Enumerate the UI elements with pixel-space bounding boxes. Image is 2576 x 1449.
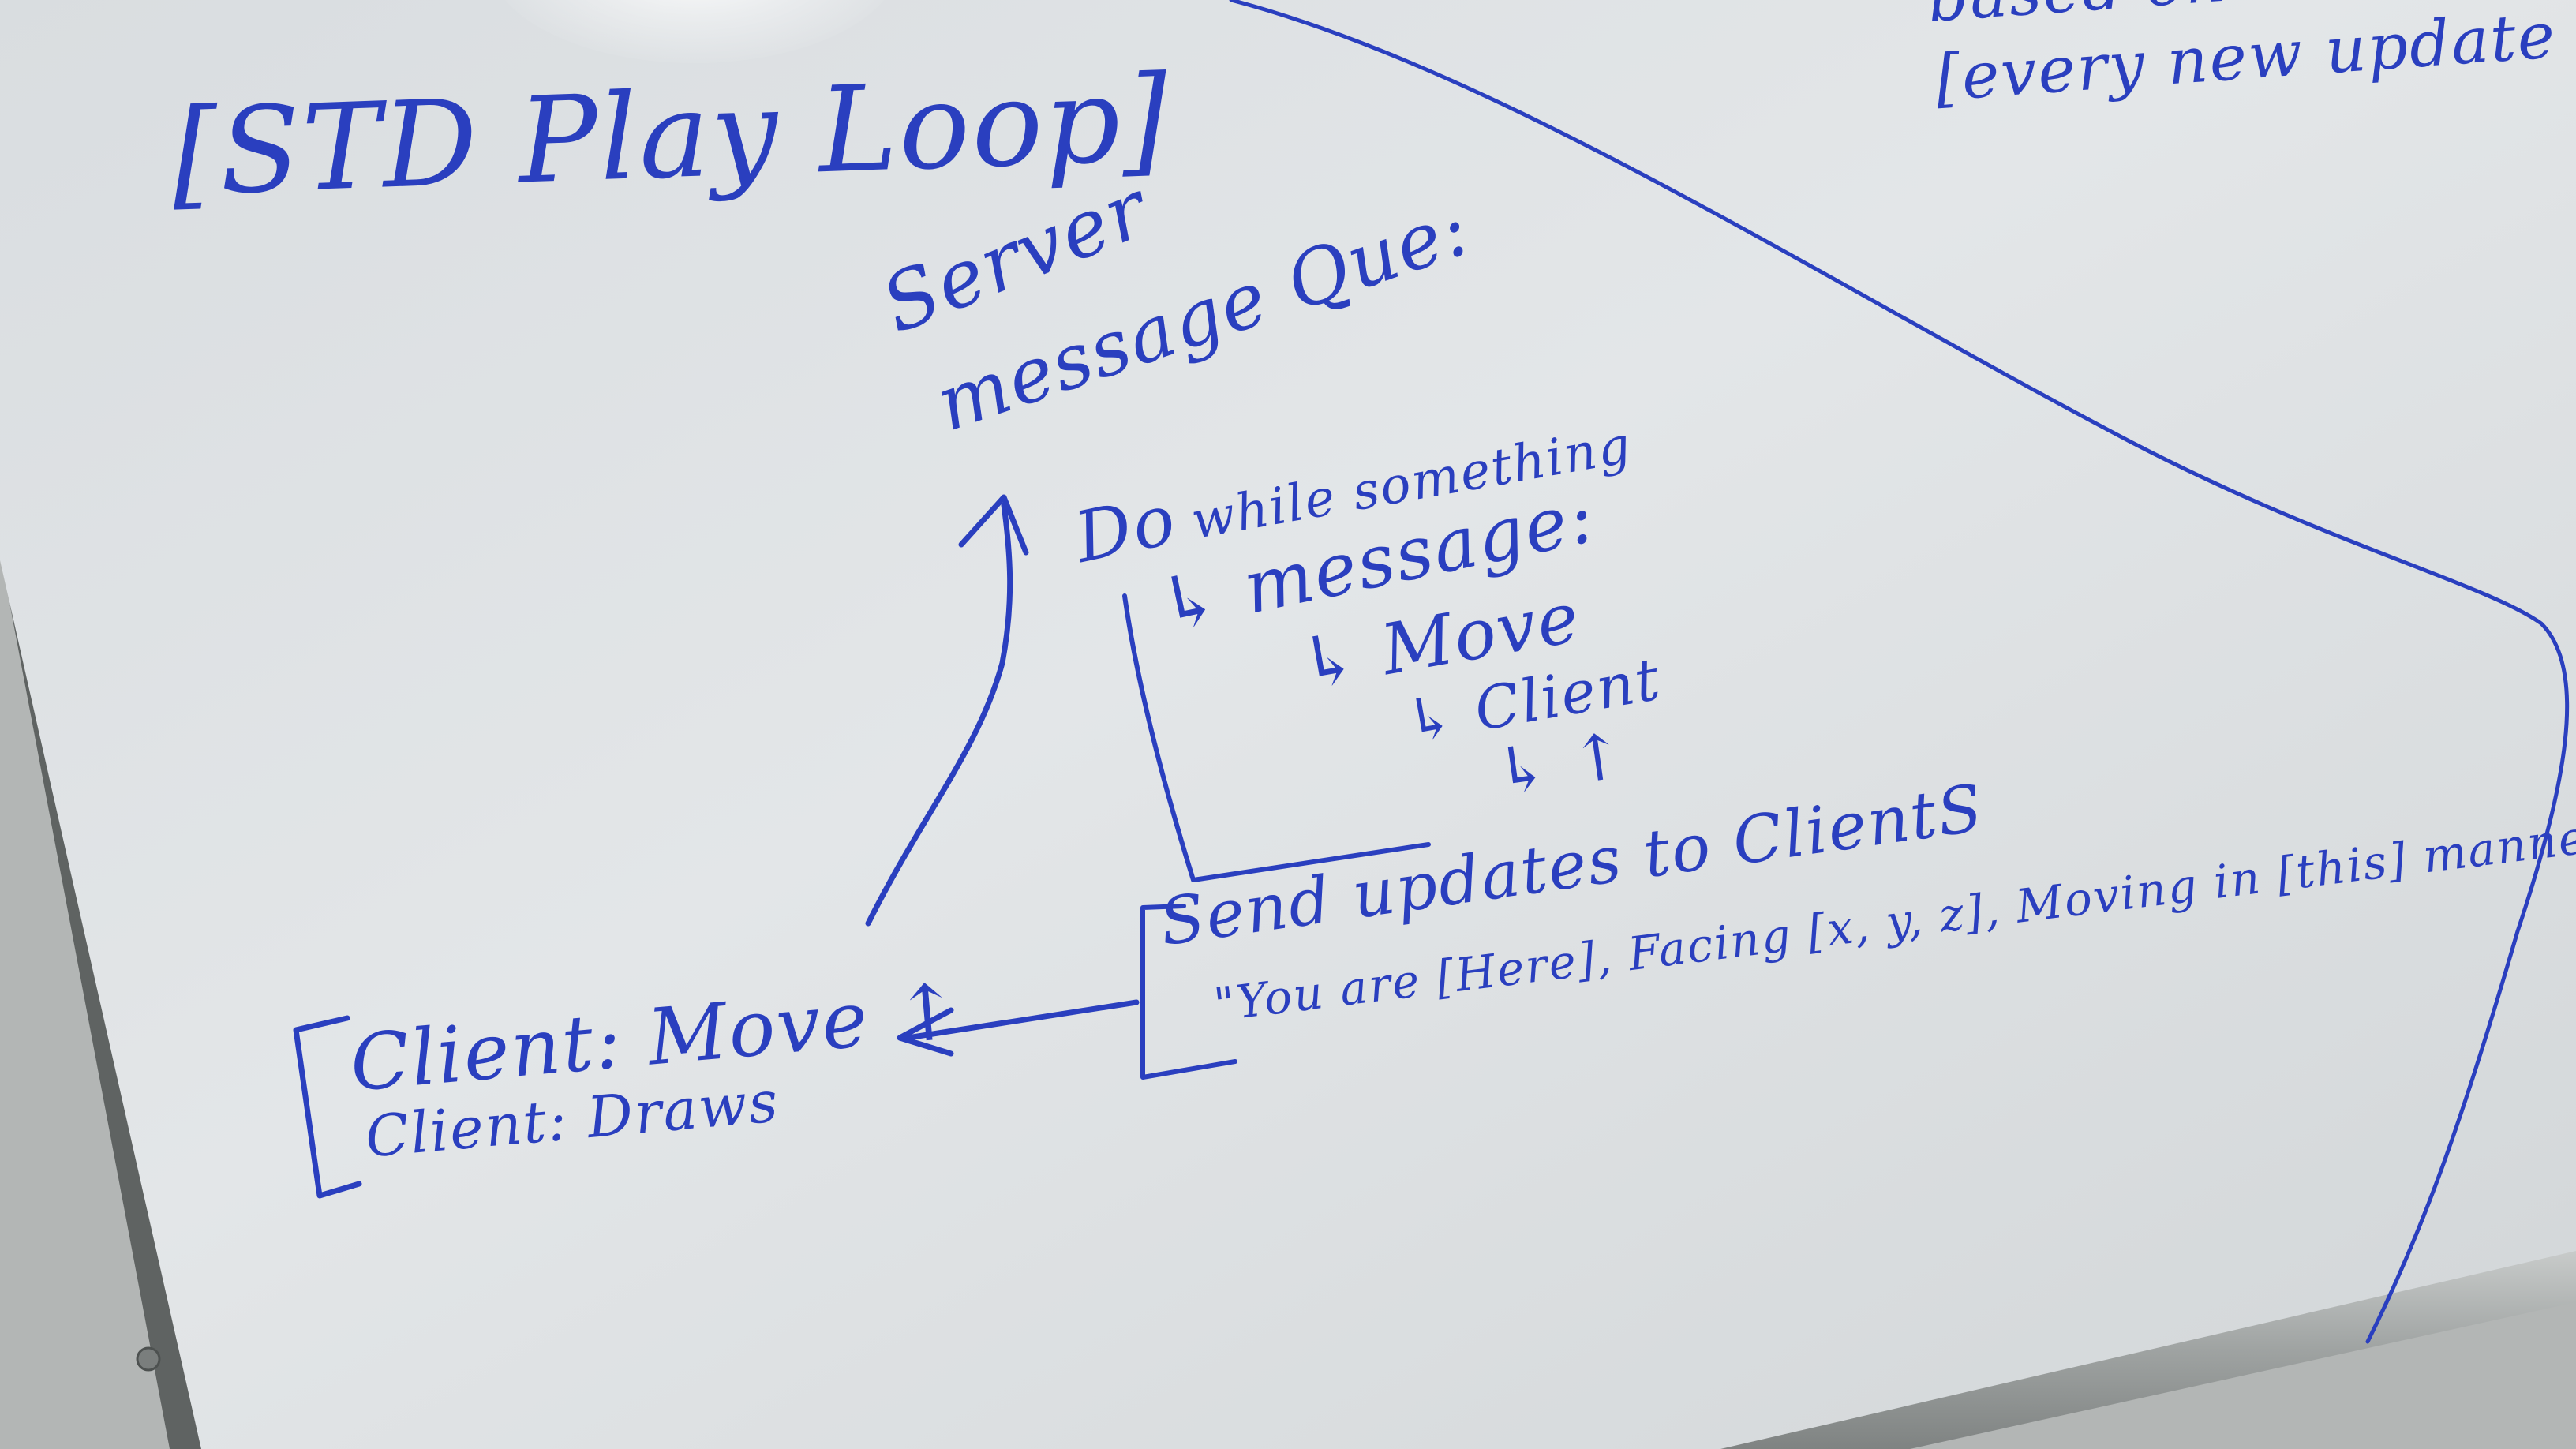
boundary-curve: [1229, 0, 2570, 1344]
send-bracket: [1140, 904, 1237, 1080]
frame-screw: [136, 1346, 161, 1372]
nested-up-arrow: ↳ ↑: [1491, 718, 1631, 810]
loop-bracket-line: [1122, 593, 1431, 882]
left-arrow-head: [897, 1007, 954, 1057]
up-arrow-shaft: [865, 502, 1013, 927]
left-arrow-shaft: [904, 999, 1140, 1041]
marker-tray: [1720, 1251, 2576, 1449]
client-bracket: [293, 1015, 362, 1199]
diagram-title: [STD Play Loop]: [169, 50, 1172, 223]
up-arrow-head: [958, 494, 1029, 556]
do-label: Do: [1068, 477, 1184, 578]
